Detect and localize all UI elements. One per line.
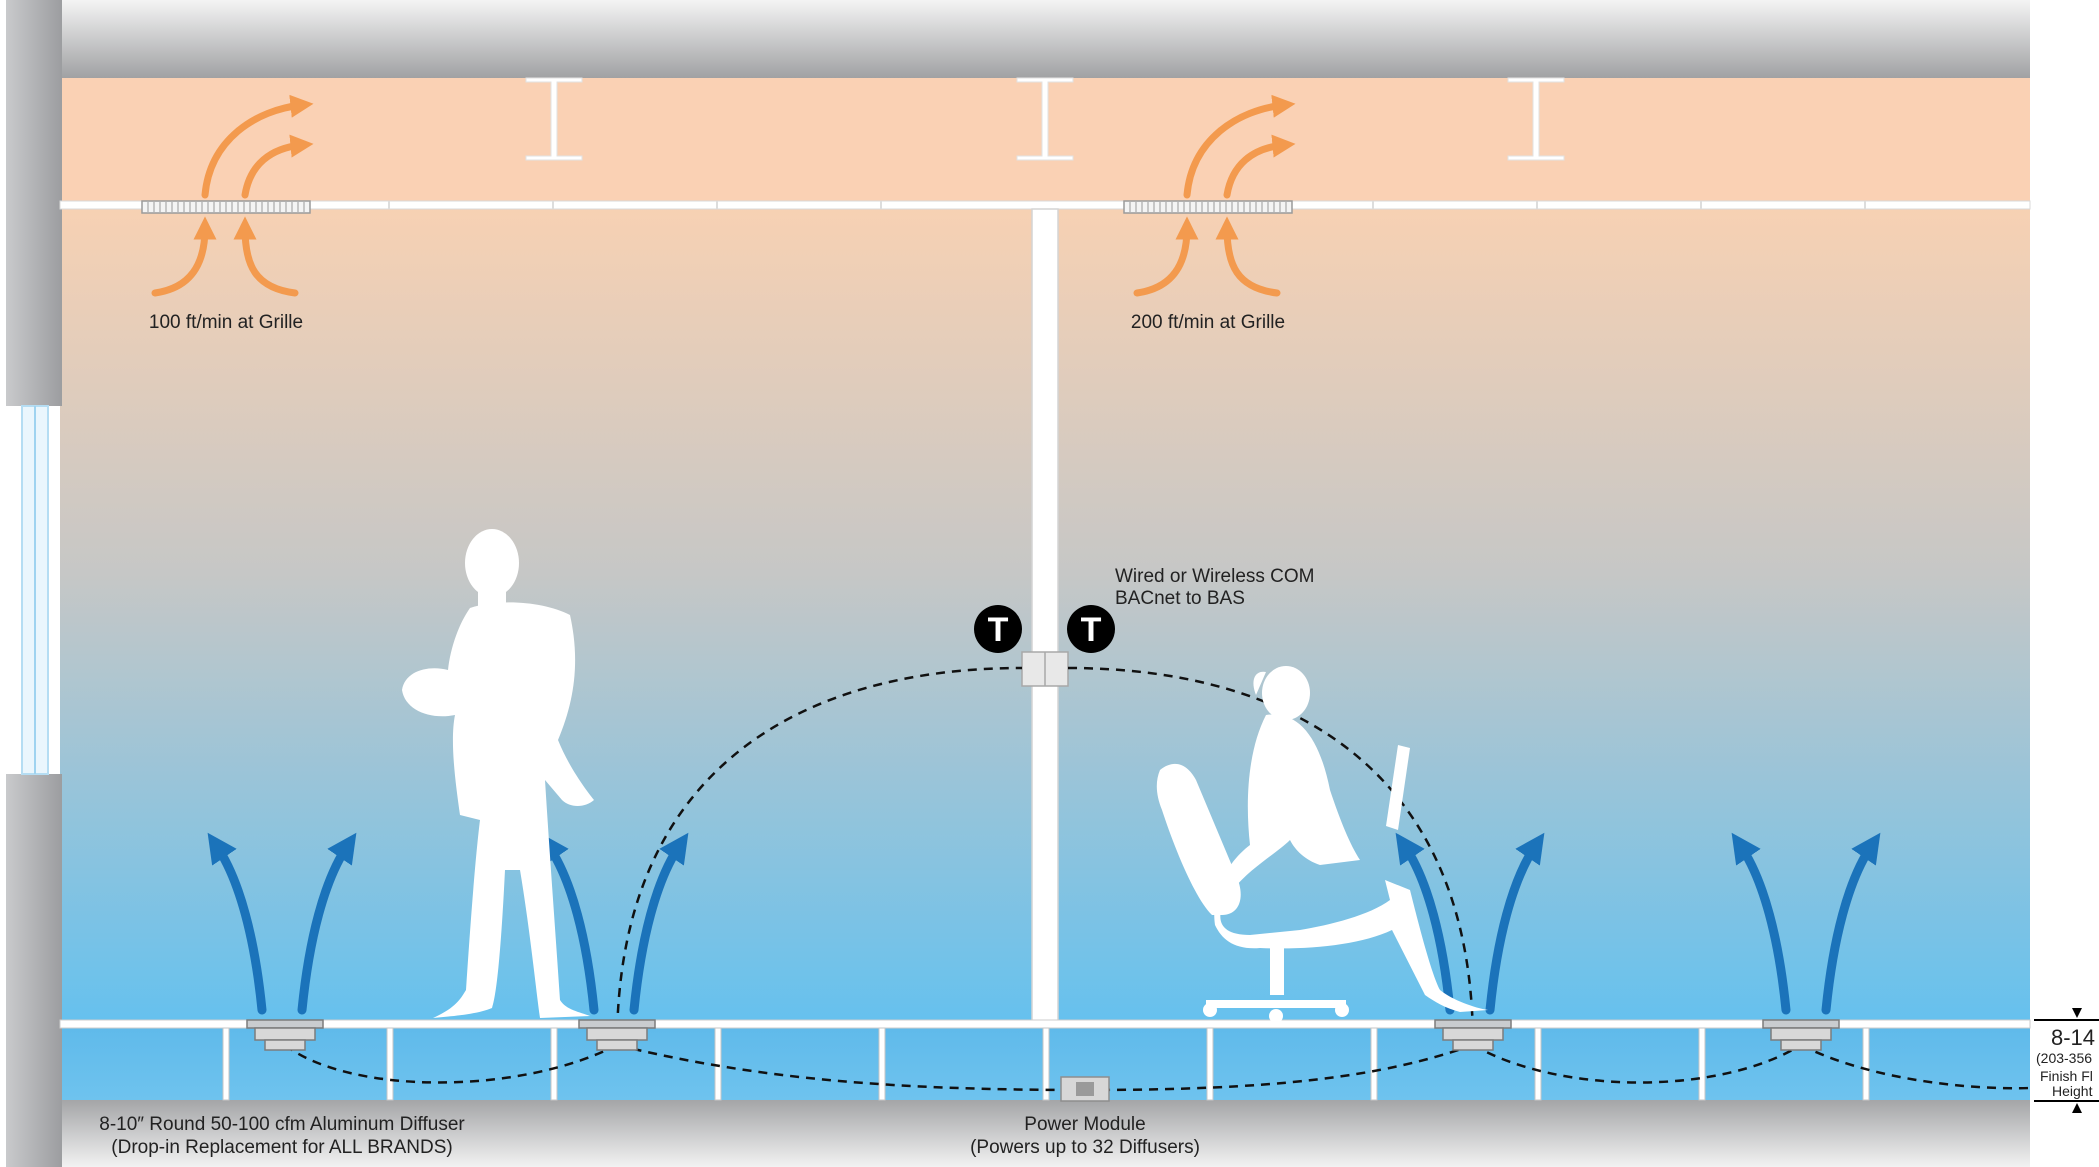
wiring-link <box>1067 666 1475 1046</box>
supply-air-arrow <box>629 832 689 1015</box>
diffuser-label-line1: 8-10″ Round 50-100 cfm Aluminum Diffuser <box>99 1114 465 1135</box>
return-air-arrow <box>1223 134 1296 199</box>
dimension-note-line2: Height <box>2052 1083 2093 1099</box>
supply-air-arrow <box>1395 832 1455 1015</box>
wiring-link <box>1800 1043 2031 1090</box>
supply-air-arrow <box>1485 832 1545 1015</box>
grille-velocity-left: 100 ft/min at Grille <box>149 312 303 333</box>
return-air-arrow <box>1183 94 1296 199</box>
power-module-label-line1: Power Module <box>1024 1114 1145 1135</box>
wall-upper <box>6 0 62 406</box>
power-module-icon <box>1060 1076 1110 1102</box>
thermostat-icon: T <box>974 605 1022 653</box>
supply-air-arrow <box>1731 832 1791 1015</box>
diffuser-label-line2: (Drop-in Replacement for ALL BRANDS) <box>111 1137 452 1158</box>
floor-pedestals <box>222 1027 1870 1101</box>
floor-height-dimension: 8-14 (203-356 Finish Fl Height <box>2034 1008 2099 1113</box>
thermostat-icon: T <box>1067 605 1115 653</box>
dimension-metric: (203-356 <box>2036 1050 2092 1066</box>
return-air-arrow <box>1215 216 1281 297</box>
com-label-line2: BACnet to BAS <box>1115 588 1245 609</box>
com-label-line1: Wired or Wireless COM <box>1115 566 1315 587</box>
return-air-arrow <box>151 216 217 297</box>
person-standing-icon <box>402 529 594 1018</box>
floor-diffuser-icon <box>246 1019 324 1051</box>
floor-slab <box>60 1100 2030 1167</box>
person-seated-icon <box>1156 666 1488 1023</box>
ceiling-grille-icon <box>141 200 311 214</box>
i-beam-icon <box>1507 77 1565 161</box>
raised-floor <box>59 1019 2031 1029</box>
center-column <box>1031 208 1059 1026</box>
dimension-value: 8-14 <box>2051 1025 2095 1050</box>
wiring-link <box>1084 1043 1474 1092</box>
svg-text:T: T <box>1081 611 1102 649</box>
dimension-note-line1: Finish Fl <box>2040 1068 2093 1084</box>
supply-air-arrow <box>1821 832 1881 1015</box>
wiring-link <box>615 666 1023 1046</box>
i-beam-icon <box>525 77 583 161</box>
i-beam-icon <box>1016 77 1074 161</box>
return-air-arrow <box>1133 216 1199 297</box>
svg-text:T: T <box>988 611 1009 649</box>
supply-air-arrow <box>207 832 267 1015</box>
ceiling-grid <box>59 200 2031 210</box>
ceiling-slab <box>60 0 2030 80</box>
return-air-arrow <box>233 216 299 297</box>
floor-diffuser-icon <box>1434 1019 1512 1051</box>
power-module-label-line2: (Powers up to 32 Diffusers) <box>970 1137 1200 1158</box>
floor-diffuser-icon <box>578 1019 656 1051</box>
return-air-arrow <box>241 134 314 199</box>
ceiling-grid-joints <box>388 201 1866 209</box>
ceiling-grille-icon <box>1123 200 1293 214</box>
wiring-link <box>284 1043 618 1084</box>
supply-air-arrow <box>539 832 599 1015</box>
grille-velocity-right: 200 ft/min at Grille <box>1131 312 1285 333</box>
floor-diffuser-icon <box>1762 1019 1840 1051</box>
wall-lower <box>6 774 62 1167</box>
return-air-arrow <box>201 94 314 199</box>
supply-air-arrow <box>297 832 357 1015</box>
